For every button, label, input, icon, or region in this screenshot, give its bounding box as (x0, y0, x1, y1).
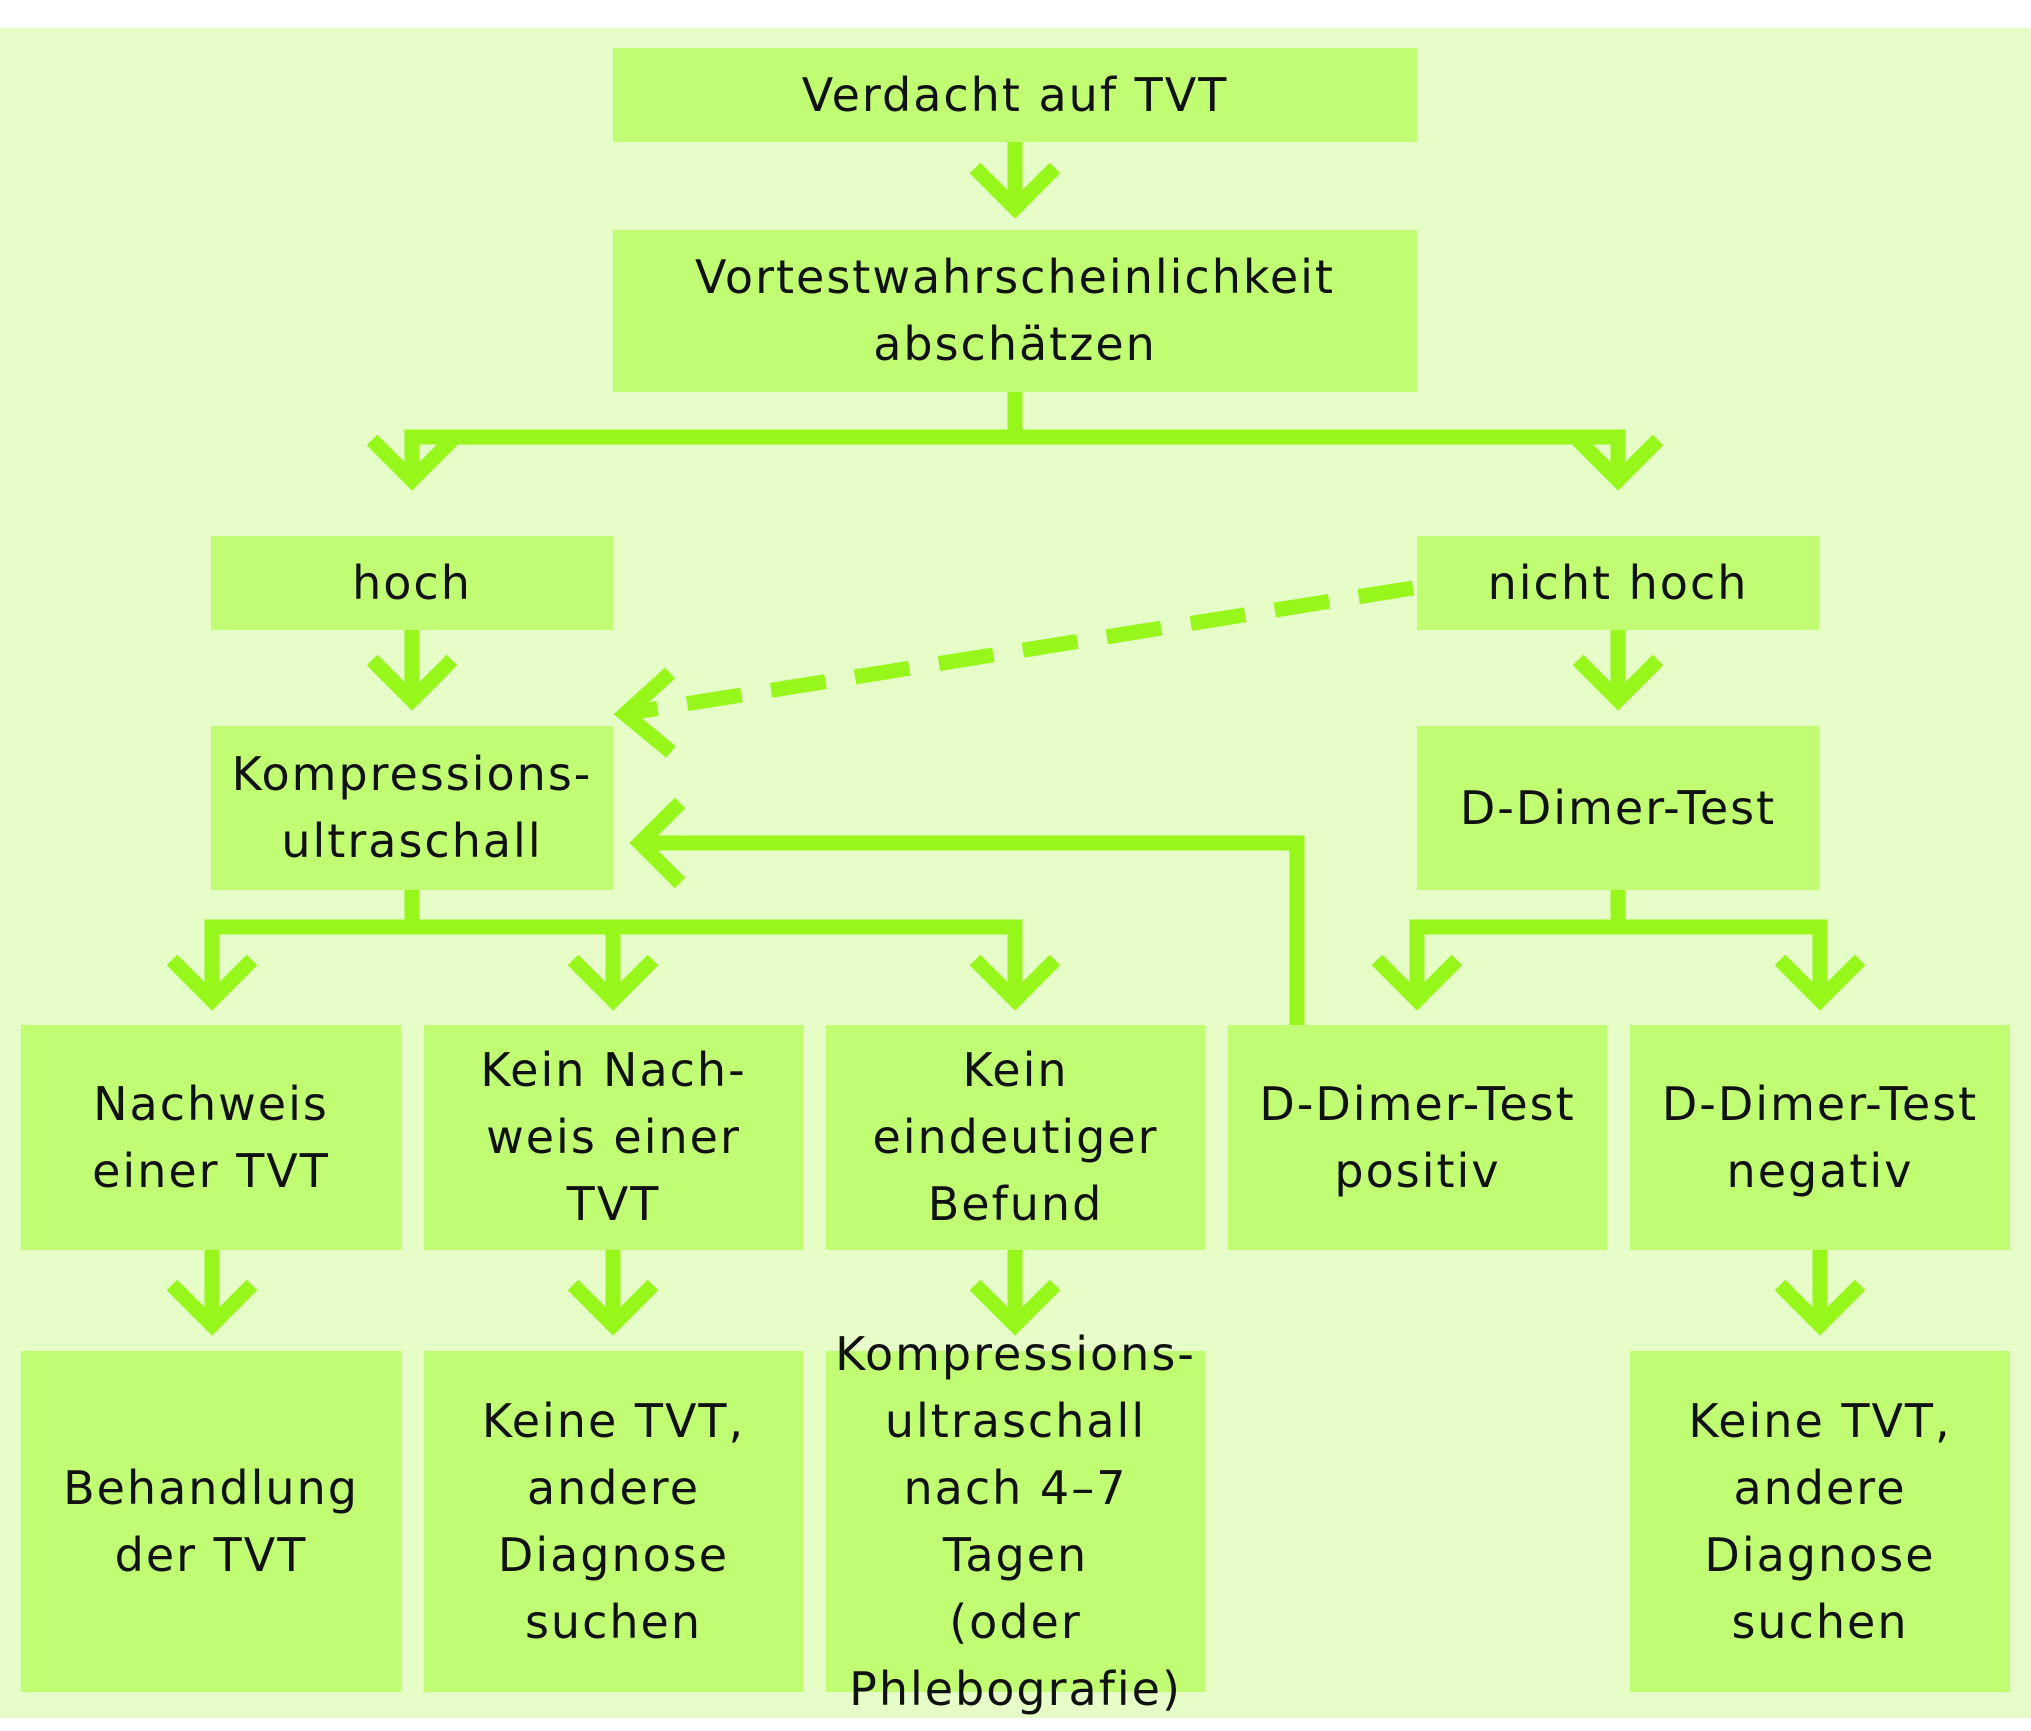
arrowhead-no-dvt-other (567, 1279, 659, 1336)
node-suspicion-label: Verdacht auf TVT (801, 67, 1229, 122)
node-repeat-ultrasound: Kompressions- ultraschall nach 4–7 Tagen… (826, 1327, 1205, 1716)
node-not-high-label: nicht hoch (1487, 555, 1749, 610)
node-dvt-found-label: Nachweis einer TVT (92, 1076, 330, 1198)
arrowhead-dvt-found (166, 954, 258, 1011)
connector-dashed-not-high-to-cus (633, 580, 1415, 720)
node-ddimer-positive: D-Dimer-Test positiv (1228, 1025, 1607, 1250)
node-repeat-ultrasound-label: Kompressions- ultraschall nach 4–7 Tagen… (835, 1326, 1196, 1716)
node-ddimer-test: D-Dimer-Test (1417, 726, 1819, 890)
node-no-dvt-found-label: Kein Nach- weis einer TVT (480, 1043, 747, 1231)
arrowhead-ddimer-pos-cus (629, 797, 686, 889)
arrowhead-high (366, 434, 458, 491)
connector-pretest-branch (404, 429, 1626, 480)
connector-ddimer-branch (1409, 919, 1828, 1000)
arrowhead-repeat-cus (969, 1279, 1061, 1336)
node-not-high: nicht hoch (1417, 536, 1819, 630)
arrowhead-ddimer-pos (1371, 954, 1463, 1011)
node-unclear-finding-label: Kein eindeutiger Befund (872, 1043, 1159, 1231)
node-no-dvt-other-diagnosis-2-label: Keine TVT, andere Diagnose suchen (1688, 1393, 1952, 1649)
node-high-label: hoch (352, 555, 472, 610)
node-pretest-probability-label: Vortestwahrscheinlichkeit abschätzen (695, 250, 1335, 371)
node-dvt-found: Nachweis einer TVT (21, 1025, 401, 1250)
arrowhead-dashed-cus (613, 667, 676, 758)
arrowhead-no-dvt-found (567, 954, 659, 1011)
arrowhead-unclear (969, 954, 1061, 1011)
node-no-dvt-other-diagnosis: Keine TVT, andere Diagnose suchen (424, 1351, 803, 1692)
node-treatment-label: Behandlung der TVT (63, 1460, 359, 1582)
arrowhead-ddimer-neg (1774, 954, 1866, 1011)
node-unclear-finding: Kein eindeutiger Befund (826, 1025, 1205, 1250)
node-ddimer-negative-label: D-Dimer-Test negativ (1661, 1076, 1979, 1198)
node-treatment: Behandlung der TVT (21, 1351, 401, 1692)
node-compression-ultrasound-label: Kompressions- ultraschall (231, 747, 593, 868)
node-pretest-probability: Vortestwahrscheinlichkeit abschätzen (613, 230, 1417, 392)
arrowhead-treatment (166, 1279, 258, 1336)
arrowhead-ddimer (1572, 654, 1664, 711)
arrowhead-no-dvt-other-2 (1774, 1279, 1866, 1336)
node-no-dvt-other-diagnosis-2: Keine TVT, andere Diagnose suchen (1630, 1351, 2010, 1692)
node-no-dvt-found: Kein Nach- weis einer TVT (424, 1025, 803, 1250)
node-ddimer-negative: D-Dimer-Test negativ (1630, 1025, 2010, 1250)
node-ddimer-positive-label: D-Dimer-Test positiv (1259, 1076, 1576, 1198)
node-ddimer-test-label: D-Dimer-Test (1459, 780, 1777, 835)
node-suspicion: Verdacht auf TVT (613, 48, 1417, 142)
node-no-dvt-other-diagnosis-label: Keine TVT, andere Diagnose suchen (481, 1393, 746, 1649)
arrowhead-not-high (1572, 434, 1664, 491)
arrowhead-cus (366, 654, 458, 711)
connector-ddimer-pos-to-cus (640, 835, 1305, 1025)
node-compression-ultrasound: Kompressions- ultraschall (211, 726, 613, 890)
node-high: hoch (211, 536, 613, 630)
arrowhead-pretest (969, 162, 1061, 219)
